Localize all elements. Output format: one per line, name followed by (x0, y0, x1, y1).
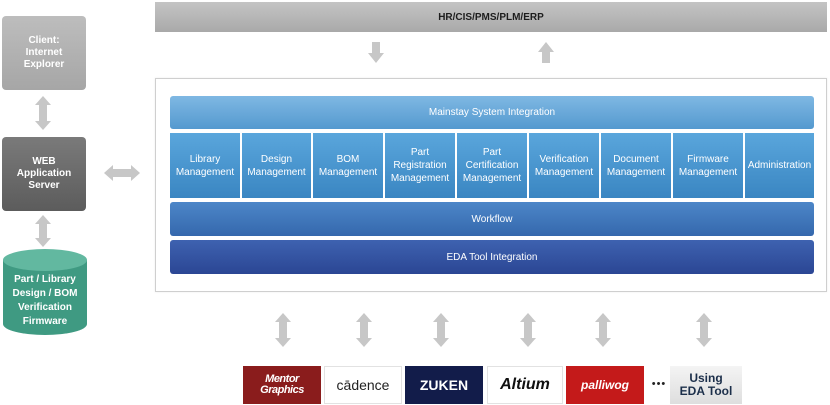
module-administration: Administration (745, 133, 814, 198)
tool-arrow-icon (275, 313, 291, 347)
tool-arrow-icon (696, 313, 712, 347)
workflow-bar: Workflow (170, 202, 814, 236)
mainstay-integration-bar: Mainstay System Integration (170, 96, 814, 129)
module-design-management: Design Management (242, 133, 311, 198)
altium-logo: Altium (487, 366, 563, 404)
module-verification-management: Verification Management (529, 133, 599, 198)
cadence-logo: cādence (324, 366, 402, 404)
module-firmware-management: Firmware Management (673, 133, 743, 198)
client-server-arrow-icon (35, 96, 51, 130)
database-cylinder (3, 249, 87, 335)
module-library-management: Library Management (170, 133, 240, 198)
database-label: Part / Library Design / BOM Verification… (12, 274, 78, 327)
workflow-label: Workflow (471, 213, 513, 225)
client-box: Client: Internet Explorer (2, 16, 86, 90)
module-part-certification-management: Part Certification Management (457, 133, 527, 198)
tool-arrow-icon (433, 313, 449, 347)
more-tools-ellipsis: ••• (651, 378, 667, 390)
tool-arrow-icon (520, 313, 536, 347)
eda-integration-bar: EDA Tool Integration (170, 240, 814, 274)
web-server-box: WEB Application Server (2, 137, 86, 211)
server-platform-arrow-icon (104, 165, 140, 181)
tool-arrow-icon (595, 313, 611, 347)
module-document-management: Document Management (601, 133, 671, 198)
server-database-arrow-icon (35, 215, 51, 247)
palliwog-logo: palliwog (566, 366, 644, 404)
module-bom-management: BOM Management (313, 133, 383, 198)
tool-arrow-icon (356, 313, 372, 347)
mainstay-integration-label: Mainstay System Integration (428, 107, 556, 118)
using-eda-tool-box: Using EDA Tool (670, 366, 742, 404)
top-systems-label: HR/CIS/PMS/PLM/ERP (438, 11, 544, 23)
top-systems-bar: HR/CIS/PMS/PLM/ERP (155, 2, 827, 32)
down-arrow-icon (368, 42, 384, 63)
up-arrow-icon (538, 42, 554, 63)
eda-integration-label: EDA Tool Integration (446, 251, 538, 263)
module-part-registration-management: Part Registration Management (385, 133, 455, 198)
zuken-logo: ZUKEN (405, 366, 483, 404)
mentor-graphics-logo: Mentor Graphics (243, 366, 321, 404)
